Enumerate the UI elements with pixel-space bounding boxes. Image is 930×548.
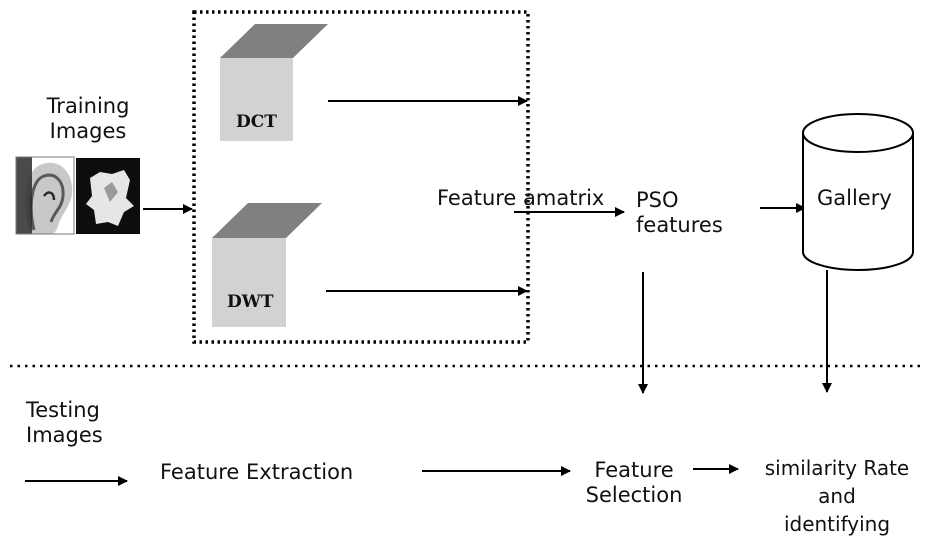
- pso-line1: PSO: [636, 188, 679, 212]
- training-line1: Training: [46, 94, 130, 118]
- testing-line2: Images: [26, 423, 103, 448]
- similarity-line3: identifying: [783, 512, 891, 536]
- gallery-label: Gallery: [817, 186, 892, 210]
- training-line2: Images: [49, 119, 127, 144]
- dct-block-top: [220, 24, 328, 58]
- feature-extraction-label: Feature Extraction: [160, 460, 354, 484]
- testing-line1: Testing: [26, 398, 100, 422]
- ear-image: [15, 156, 75, 235]
- palm-image: [76, 158, 140, 234]
- pso-line2: features: [636, 213, 723, 238]
- feature-selection-line2: Selection: [585, 483, 683, 508]
- testing-images-label: Testing Images: [26, 398, 103, 448]
- dct-block-face: [220, 58, 293, 141]
- dct-block: [220, 24, 328, 141]
- dwt-block: [212, 203, 322, 327]
- similarity-line2: and: [818, 484, 856, 508]
- dct-label: DCT: [236, 112, 277, 132]
- similarity-label: similarity Rate and identifying: [752, 454, 922, 538]
- pso-features-label: PSO features: [636, 188, 723, 238]
- dwt-label: DWT: [227, 292, 274, 312]
- feature-selection-label: Feature Selection: [572, 458, 696, 508]
- dwt-block-top: [212, 203, 322, 238]
- dwt-block-face: [212, 238, 286, 327]
- training-images-label: Training Images: [28, 94, 148, 144]
- extraction-frame: [192, 10, 530, 344]
- feature-matrix-label: Feature amatrix: [437, 186, 605, 210]
- feature-selection-line1: Feature: [594, 458, 674, 482]
- similarity-line1: similarity Rate: [764, 456, 910, 480]
- gallery-cylinder: [802, 113, 914, 271]
